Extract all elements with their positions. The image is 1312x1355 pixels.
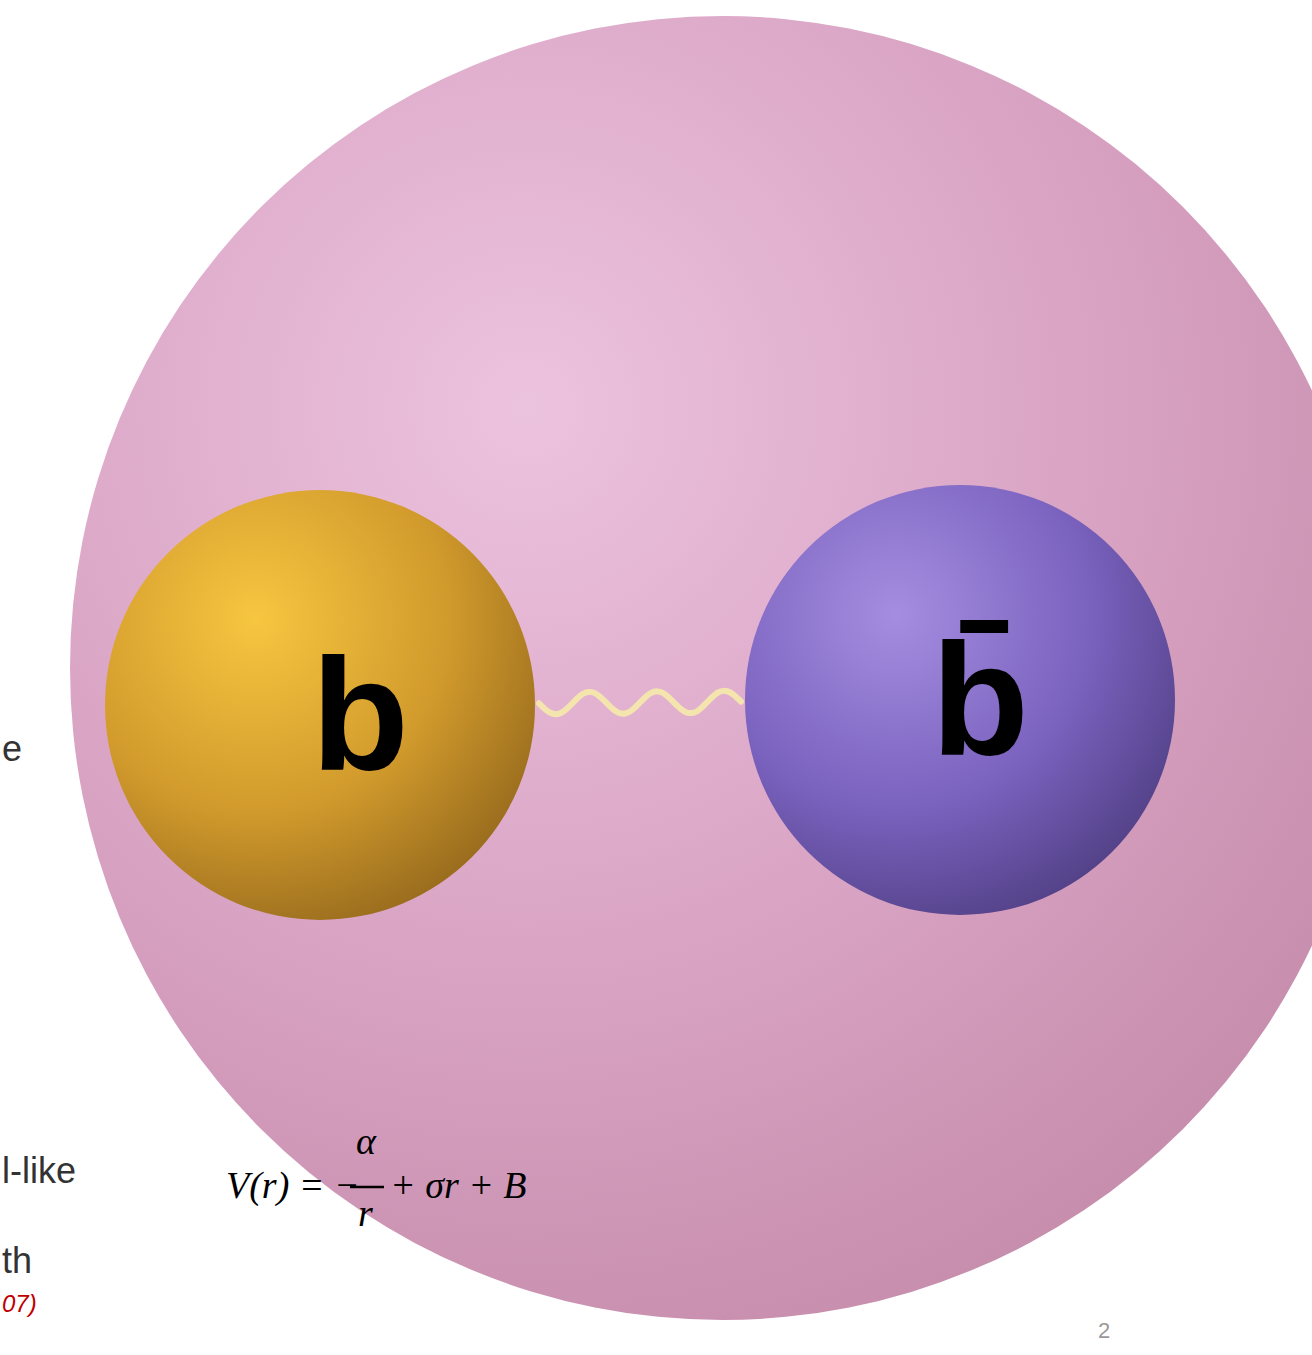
slide-text: th [2, 1240, 32, 1281]
antiquark-ball: b̄ [745, 485, 1175, 915]
quark-symbol: b [311, 635, 409, 795]
formula-part: + σr + B [390, 1164, 527, 1208]
ball-circle [105, 490, 535, 920]
citation: 07) [2, 1290, 37, 1318]
gluon-wave [539, 691, 741, 714]
quark-symbol: b̄ [931, 620, 1029, 780]
formula-part: V(r) = − [226, 1164, 360, 1208]
page-number: 2 [1098, 1318, 1110, 1343]
quark-ball: b [105, 490, 535, 920]
slide-text: l-like [2, 1150, 76, 1191]
formula-part: α [356, 1120, 376, 1164]
hadron-sphere [70, 16, 1312, 1320]
ball-circle [745, 485, 1175, 915]
formula-part: r [358, 1192, 373, 1236]
slide-text: e [2, 728, 22, 769]
